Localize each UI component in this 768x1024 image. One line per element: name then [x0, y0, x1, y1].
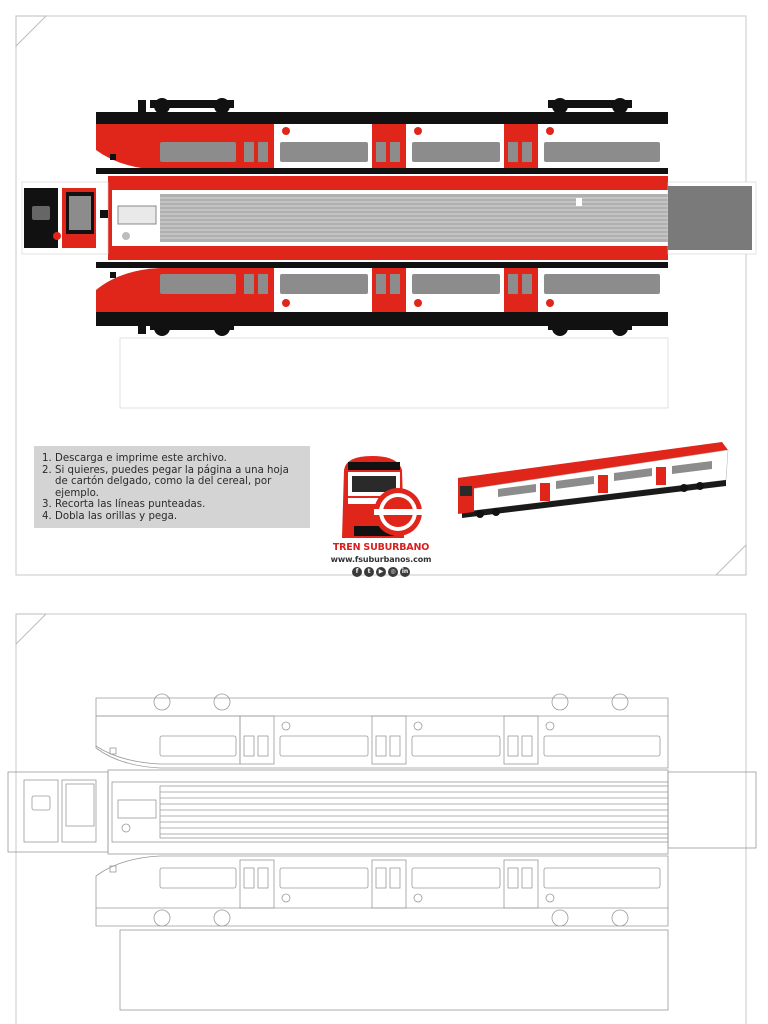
instruction-item: 3.Recorta las líneas punteadas.	[42, 499, 206, 511]
social-icons: f t ▶ ◎ in	[352, 567, 410, 577]
color-template-sheet: 1.Descarga e imprime este archivo. 2.Si …	[15, 15, 757, 577]
instruction-item: 2.Si quieres, puedes pegar la página a u…	[42, 464, 289, 499]
train-side-upper	[96, 98, 668, 174]
color-train-template	[15, 15, 757, 576]
outline-roof	[7, 769, 757, 855]
twitter-icon[interactable]: t	[364, 567, 374, 577]
outline-side-lower	[95, 855, 669, 927]
train-side-lower	[96, 262, 668, 336]
train-roof	[21, 176, 757, 260]
glue-tab	[119, 337, 669, 409]
youtube-icon[interactable]: ▶	[376, 567, 386, 577]
instagram-icon[interactable]: ◎	[388, 567, 398, 577]
corner-fold-top-left	[15, 613, 48, 646]
linkedin-icon[interactable]: in	[400, 567, 410, 577]
facebook-icon[interactable]: f	[352, 567, 362, 577]
instruction-item: 1.Descarga e imprime este archivo.	[42, 453, 227, 464]
train-3d-render	[458, 442, 729, 518]
brand-url-link[interactable]: www.fsuburbanos.com	[330, 555, 432, 564]
corner-fold-top-left	[15, 15, 48, 48]
outline-train-template	[7, 613, 757, 1024]
brand-name: TREN SUBURBANO	[332, 542, 430, 553]
instructions-panel: 1.Descarga e imprime este archivo. 2.Si …	[34, 446, 310, 528]
corner-fold-bottom-right	[714, 543, 747, 576]
outline-side-upper	[95, 693, 669, 769]
instruction-item: 4.Dobla las orillas y pega.	[42, 510, 178, 522]
outline-template-sheet	[0, 606, 768, 1024]
outline-glue-tab	[119, 929, 669, 1011]
instructions-list: 1.Descarga e imprime este archivo. 2.Si …	[34, 446, 310, 523]
tren-suburbano-logo	[374, 488, 422, 536]
